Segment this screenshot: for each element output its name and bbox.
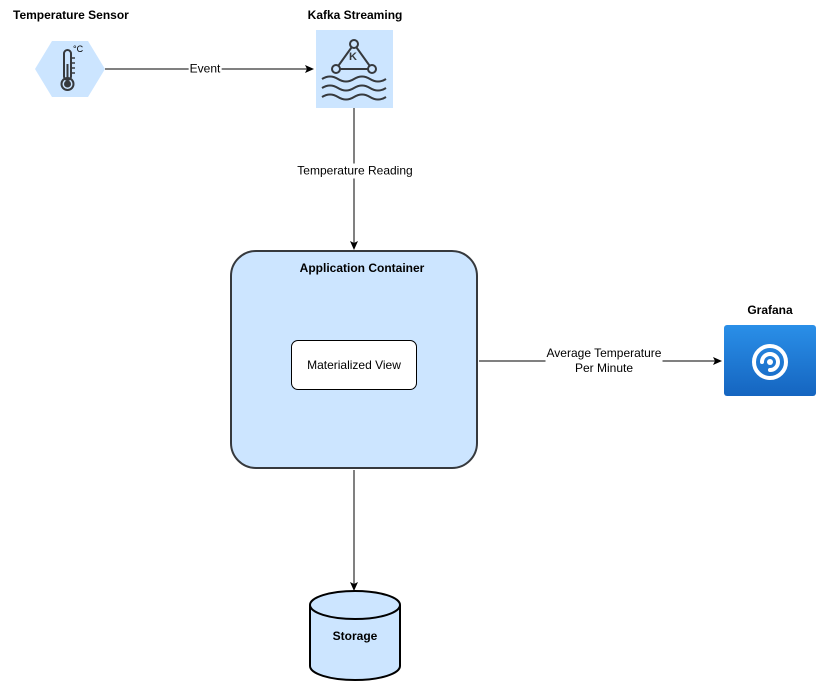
storage-label: Storage [332, 629, 378, 643]
kafka-icon [321, 39, 387, 101]
materialized-view-box[interactable]: Materialized View [291, 340, 417, 390]
temperature-sensor-label: Temperature Sensor [13, 8, 129, 22]
kafka-streaming-label: Kafka Streaming [307, 8, 403, 22]
thermometer-icon [60, 49, 75, 91]
grafana-label: Grafana [747, 303, 793, 317]
temperature-unit-glyph: °C [73, 44, 84, 54]
materialized-view-label: Materialized View [307, 358, 401, 372]
storage-node[interactable] [309, 590, 401, 681]
grafana-icon [752, 344, 788, 380]
kafka-node[interactable] [316, 30, 393, 108]
edge-label-temperature-reading: Temperature Reading [296, 163, 414, 179]
temperature-sensor-node[interactable] [35, 41, 105, 97]
application-container-label: Application Container [299, 261, 425, 275]
edge-label-average-temperature: Average Temperature Per Minute [545, 346, 663, 376]
kafka-letter: K [349, 51, 357, 63]
edge-label-average-temperature-line2: Per Minute [574, 361, 634, 375]
grafana-node[interactable] [724, 325, 816, 396]
edge-label-event: Event [188, 61, 222, 77]
edge-label-average-temperature-line1: Average Temperature [546, 346, 662, 360]
